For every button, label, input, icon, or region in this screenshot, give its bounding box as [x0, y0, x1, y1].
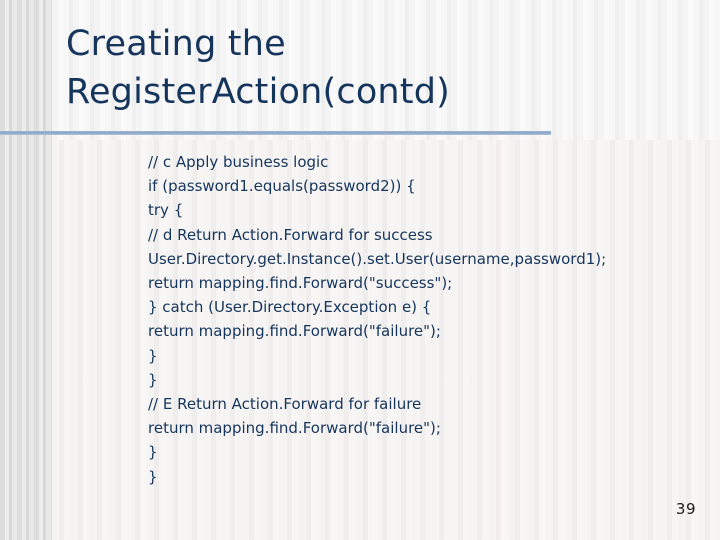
code-line: } catch (User.Directory.Exception e) { — [148, 298, 432, 317]
code-line: } — [148, 467, 158, 486]
page-number: 39 — [675, 500, 696, 518]
code-line: return mapping.find.Forward("success"); — [148, 274, 453, 293]
background-stripes-left-band — [0, 0, 52, 540]
code-line: } — [148, 443, 158, 462]
page-title-line-1: Creating the — [66, 24, 286, 64]
page-title: Creating the RegisterAction(contd) — [66, 20, 626, 116]
title-divider — [0, 131, 551, 135]
code-block: // c Apply business logic if (password1.… — [148, 150, 708, 489]
code-line: return mapping.find.Forward("failure"); — [148, 322, 441, 341]
code-line: } — [148, 370, 158, 389]
code-line: try { — [148, 201, 184, 220]
code-line: // c Apply business logic — [148, 153, 329, 171]
code-line: User.Directory.get.Instance().set.User(u… — [148, 249, 607, 268]
code-line: // E Return Action.Forward for failure — [148, 395, 422, 414]
code-line: return mapping.find.Forward("failure"); — [148, 419, 441, 438]
code-line: // d Return Action.Forward for success — [148, 225, 433, 244]
code-line: } — [148, 346, 158, 365]
code-line: if (password1.equals(password2)) { — [148, 177, 416, 196]
page-title-line-2: RegisterAction(contd) — [66, 72, 451, 112]
